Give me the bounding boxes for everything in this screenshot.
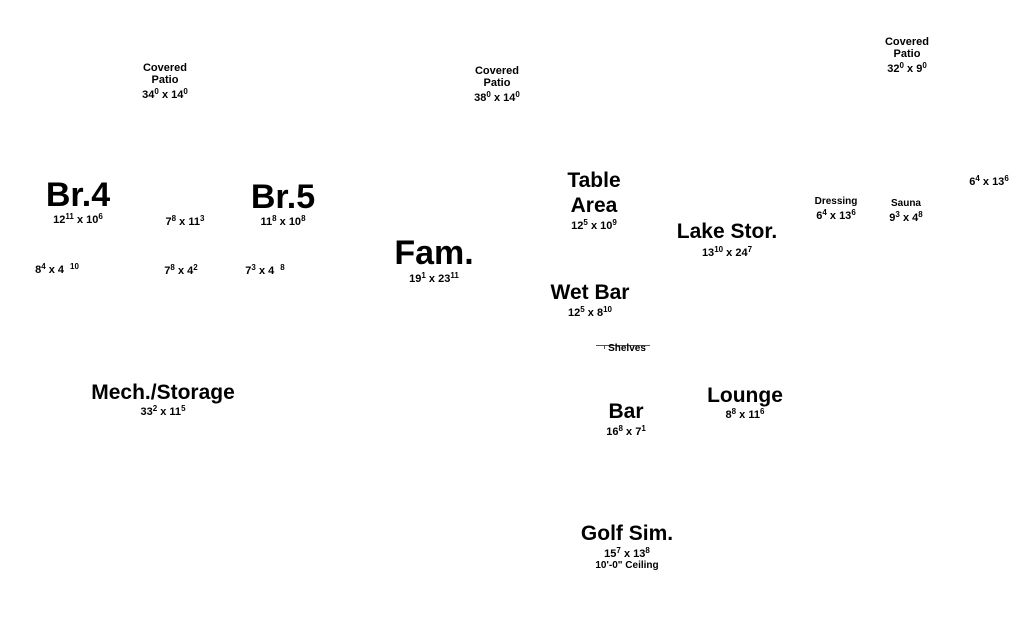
- room-lounge: Lounge 88 x 116: [700, 385, 790, 421]
- room-shelves: Shelves: [603, 344, 651, 354]
- room-name: Table: [567, 169, 621, 192]
- room-golf-sim: Golf Sim. 157 x 138 10'-0" Ceiling: [572, 523, 682, 571]
- room-mech-storage: Mech./Storage 332 x 115: [80, 382, 246, 418]
- room-name: Br.5: [250, 178, 316, 216]
- room-name: Wet Bar: [550, 281, 630, 304]
- room-dimension: 380 x 140: [474, 90, 520, 104]
- room-name: Lake Stor.: [676, 220, 778, 243]
- room-fam: Fam. 191 x 2311: [390, 236, 478, 285]
- shelves-line: [596, 345, 650, 346]
- room-dimension: 125 x 810: [568, 305, 612, 319]
- room-dimension: 118 x 108: [260, 214, 306, 228]
- room-dimension: 125 x 109: [571, 218, 617, 232]
- room-name: Mech./Storage: [91, 381, 235, 404]
- room-name: Sauna: [890, 198, 921, 209]
- room-dimension: 332 x 115: [140, 404, 186, 418]
- room-name: Bar: [608, 400, 644, 423]
- room-name: Patio: [893, 48, 921, 60]
- room-name: Covered: [142, 62, 188, 74]
- room-covered-patio-1: Covered Patio 340 x 140: [139, 63, 191, 101]
- room-name: Br.4: [45, 176, 111, 214]
- room-dimension: 64 x 136: [969, 174, 1009, 188]
- room-closet-c: 78 x 42: [158, 262, 204, 277]
- room-name: Area: [570, 194, 618, 217]
- room-covered-patio-2: Covered Patio 380 x 140: [470, 66, 524, 104]
- room-name: Dressing: [814, 196, 858, 207]
- room-name: Covered: [884, 36, 930, 48]
- room-name: Golf Sim.: [580, 522, 674, 545]
- room-dimension: 1310 x 247: [701, 245, 753, 259]
- room-dimension: 191 x 2311: [409, 271, 459, 285]
- room-br5: Br.5 118 x 108: [245, 180, 321, 228]
- room-bar: Bar 168 x 71: [598, 401, 654, 438]
- room-covered-patio-3: Covered Patio 320 x 90: [880, 37, 934, 75]
- room-table-area: Table Area 125 x 109: [556, 170, 632, 232]
- ceiling-note: 10'-0" Ceiling: [595, 560, 659, 571]
- room-dimension: 1211 x 106: [53, 212, 103, 226]
- room-lake-stor: Lake Stor. 1310 x 247: [668, 221, 786, 259]
- room-dimension: 320 x 90: [887, 61, 927, 75]
- room-name: Patio: [151, 74, 179, 86]
- room-wet-bar: Wet Bar 125 x 810: [542, 282, 638, 319]
- room-dimension: 157 x 138: [604, 546, 650, 560]
- room-dressing: Dressing 64 x 136: [810, 197, 862, 222]
- room-name: Shelves: [608, 343, 646, 354]
- room-name: Covered: [474, 65, 520, 77]
- room-name: Patio: [483, 77, 511, 89]
- room-dimension: 168 x 71: [606, 424, 646, 438]
- room-sauna: Sauna 93 x 48: [882, 199, 930, 224]
- room-dimension: 64 x 136: [816, 208, 856, 222]
- room-dimension: 78 x 113: [165, 214, 205, 228]
- shelves-tick: [596, 345, 605, 349]
- room-dimension: 93 x 48: [889, 210, 923, 224]
- room-br4: Br.4 1211 x 106: [40, 178, 116, 226]
- room-closet-e: 64 x 136: [962, 173, 1016, 188]
- room-dimension: 340 x 140: [142, 87, 188, 101]
- room-name: Fam.: [394, 234, 474, 272]
- room-dimension: 88 x 116: [725, 407, 765, 421]
- room-closet-a: 78 x 113: [158, 213, 212, 228]
- room-dimension: 78 x 42: [164, 263, 198, 277]
- room-name: Lounge: [707, 384, 783, 407]
